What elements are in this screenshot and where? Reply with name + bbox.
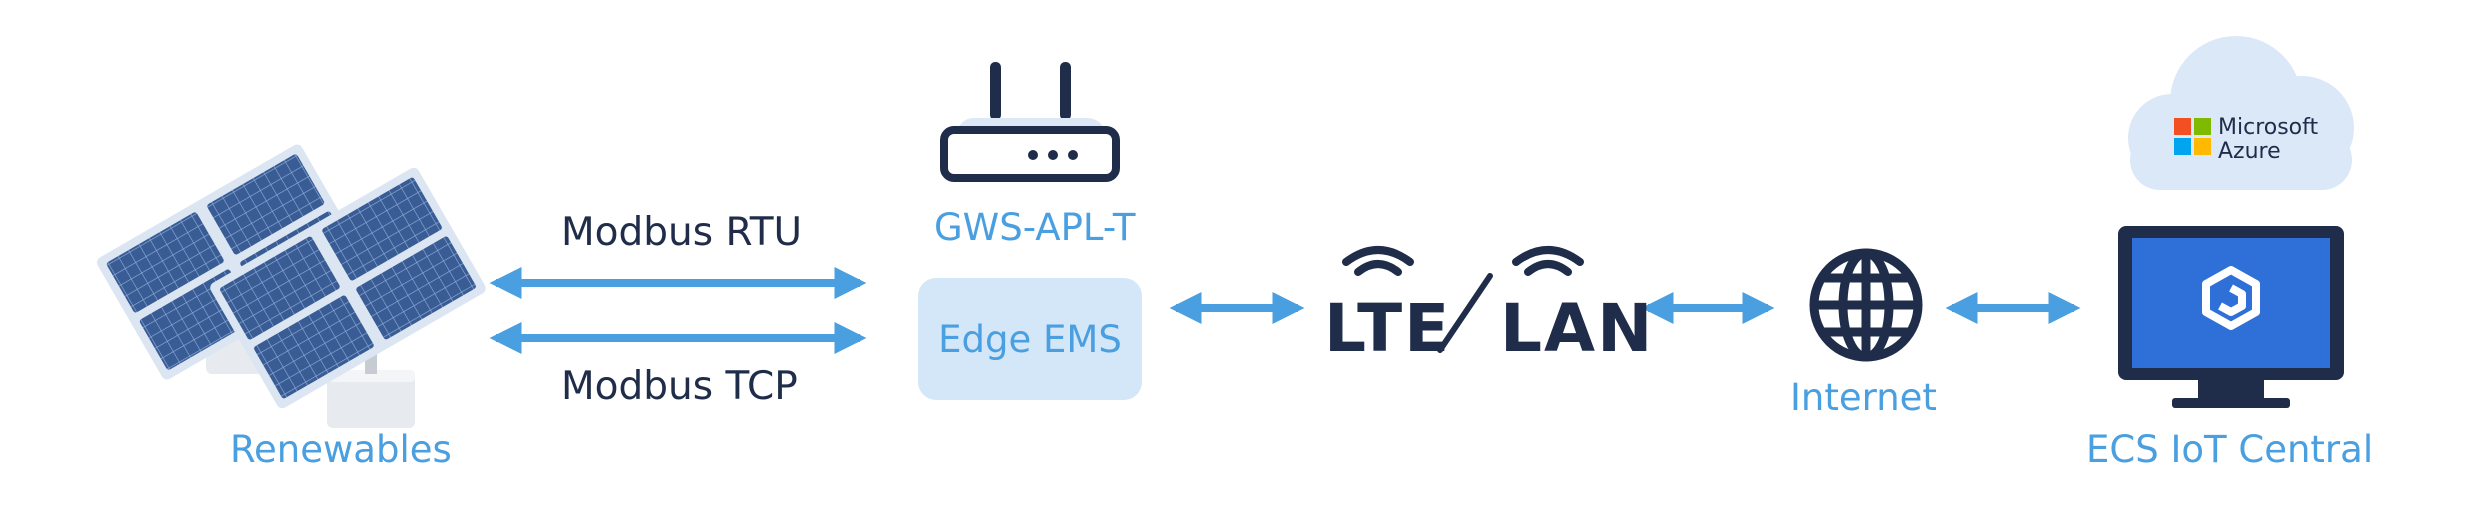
modbus-tcp-label: Modbus TCP <box>561 364 798 409</box>
solar-panel-icon <box>97 144 486 428</box>
azure-line-microsoft: Microsoft <box>2218 115 2319 140</box>
azure-line-azure: Azure <box>2218 139 2281 164</box>
microsoft-logo-icon <box>2174 118 2211 155</box>
wifi-icon <box>1342 246 1414 276</box>
lan-label: LAN <box>1500 290 1655 367</box>
monitor-icon <box>2118 226 2344 408</box>
ecs-iot-central-label: ECS IoT Central <box>2086 428 2374 471</box>
router-icon <box>940 62 1120 182</box>
globe-icon <box>1809 248 1923 362</box>
lte-label: LTE <box>1324 290 1452 367</box>
cloud-icon <box>2128 36 2354 190</box>
wifi-icon <box>1512 246 1584 276</box>
gateway-label: GWS-APL-T <box>934 206 1136 249</box>
azure-label: Microsoft Azure <box>2218 116 2318 164</box>
renewables-label: Renewables <box>230 428 452 471</box>
slash-divider <box>1437 273 1493 353</box>
edge-ems-box: Edge EMS <box>918 278 1142 400</box>
modbus-rtu-label: Modbus RTU <box>561 210 803 255</box>
internet-label: Internet <box>1790 376 1937 419</box>
